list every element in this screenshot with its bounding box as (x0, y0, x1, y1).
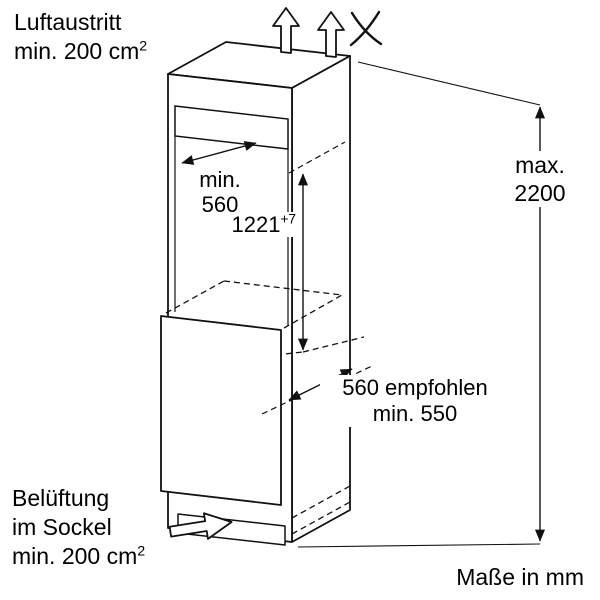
lower-door-panel (160, 315, 282, 506)
max-height-line2: 2200 (514, 180, 566, 206)
max-height-line1: max. (515, 152, 565, 178)
plinth-vent-line1: Belüftung (12, 485, 110, 511)
max-height-label: max. 2200 (501, 151, 579, 207)
air-outlet-line2-sup: 2 (139, 38, 148, 55)
plinth-vent-line3-sup: 2 (137, 543, 146, 560)
air-outlet-arrow-left-icon (272, 7, 300, 54)
depth-recommended-line1: 560 empfohlen (342, 375, 488, 400)
cabinet-right-face (291, 55, 351, 543)
plinth-vent-line2: im Sockel (12, 514, 112, 540)
niche-depth-top-label: min. 560 (183, 167, 257, 217)
max-height-extension-lines (297, 61, 541, 548)
crossed-lines-icon (349, 10, 383, 47)
air-outlet-arrow-right-icon (317, 11, 345, 58)
air-outlet-label: Luftaustritt min. 200 cm2 (14, 8, 148, 66)
niche-height-number: 1221 (231, 212, 281, 237)
plinth-vent-line3-text: min. 200 cm (12, 543, 138, 569)
air-outlet-arrows (272, 7, 345, 58)
depth-recommended-line2: min. 550 (372, 401, 458, 426)
niche-depth-top-line1: min. (199, 167, 241, 192)
niche-height-tolerance: +7 (280, 211, 296, 227)
units-note: Maße in mm (456, 563, 584, 592)
plinth-vent-label: Belüftung im Sockel min. 200 cm2 (12, 484, 146, 571)
plinth-vent-line3: min. 200 cm2 (12, 542, 145, 571)
niche-height-value: 1221+7 (216, 211, 297, 237)
hidden-shelf-edges (165, 280, 365, 357)
plinth-hidden-edges (291, 485, 351, 535)
air-inlet-arrow-icon (168, 512, 233, 540)
niche-height-label: 1221+7 (216, 212, 296, 237)
depth-recommended-label: 560 empfohlen min. 550 (320, 375, 510, 427)
units-note-text: Maße in mm (456, 564, 584, 590)
air-outlet-line1: Luftaustritt (14, 9, 122, 35)
niche-inner-edges (174, 136, 289, 326)
air-outlet-line2: min. 200 cm2 (14, 37, 147, 66)
dim-niche-depth-top (181, 141, 257, 165)
air-outlet-line2-text: min. 200 cm (14, 38, 140, 64)
